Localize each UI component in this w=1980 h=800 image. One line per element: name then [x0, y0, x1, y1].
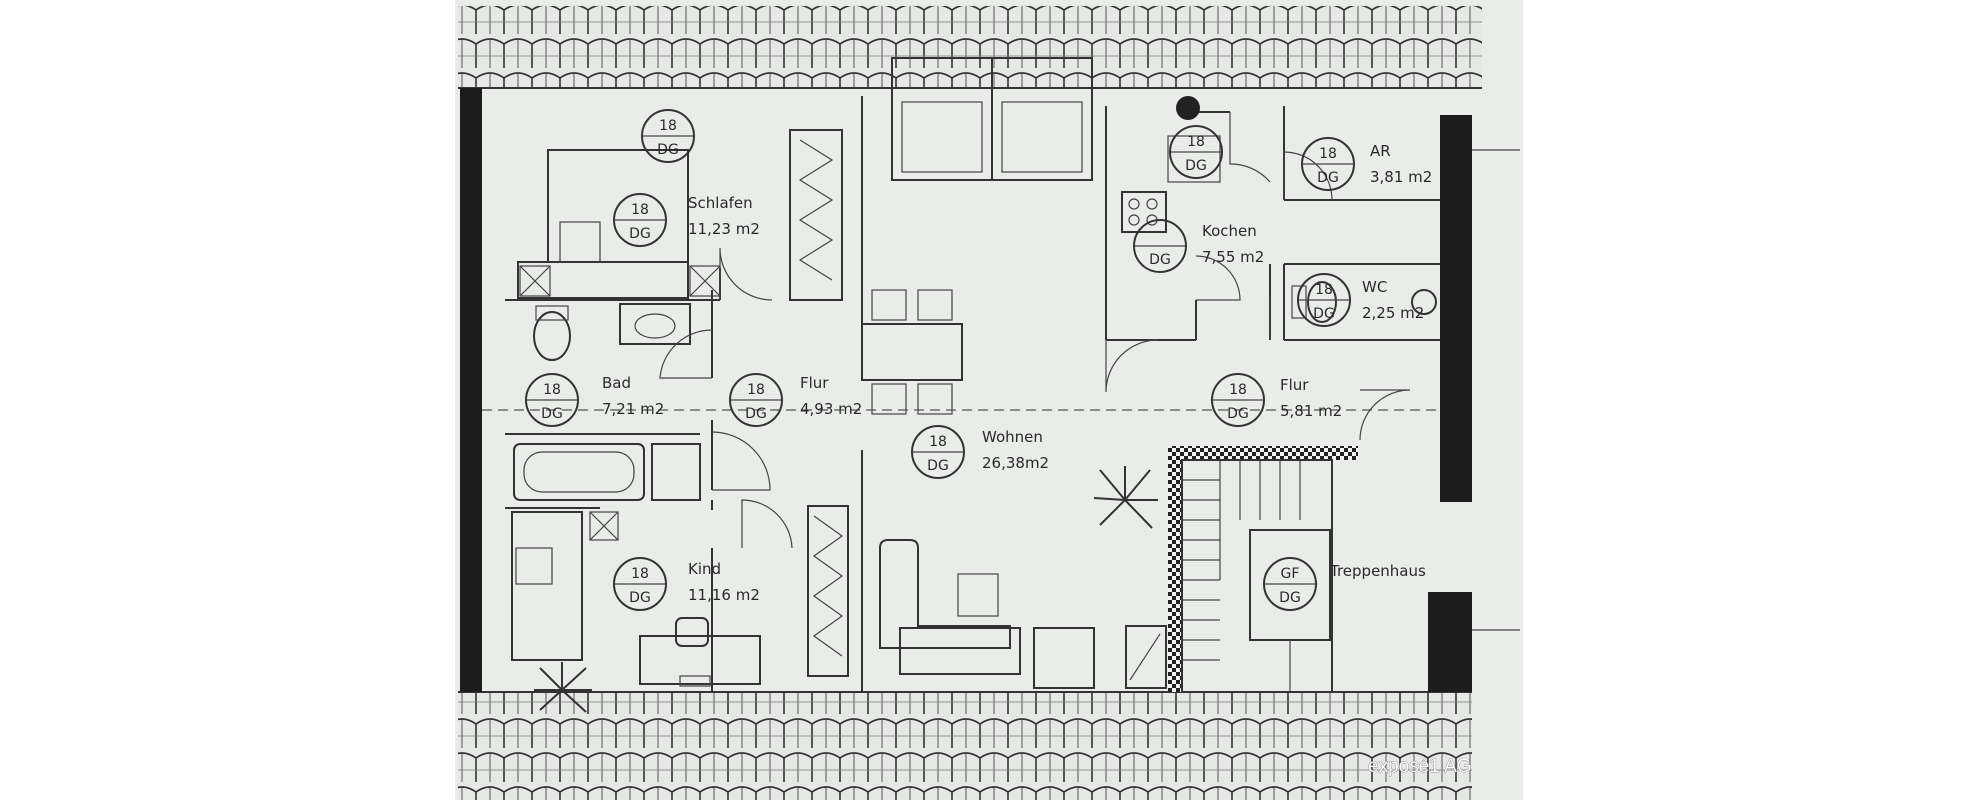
room-wc: 18 DG WC 2,25 m2 — [1297, 273, 1424, 327]
doors — [659, 112, 1411, 549]
bathroom-fixtures — [513, 303, 701, 501]
room-area: 4,93 m2 — [800, 400, 862, 418]
room-area: 11,16 m2 — [688, 586, 760, 604]
tag-floor: DG — [1227, 406, 1249, 422]
room-area: 2,25 m2 — [1362, 304, 1424, 322]
room-name: Wohnen — [982, 428, 1043, 446]
wardrobe-north — [789, 129, 843, 301]
stair-wall-top — [1168, 446, 1358, 460]
tag-number: 18 — [1319, 146, 1337, 162]
tag-number: 18 — [1315, 282, 1333, 298]
plan-paper — [455, 0, 1523, 800]
tag-number: 18 — [929, 434, 947, 450]
watermark-text: exposé1 AG — [1368, 756, 1472, 777]
room-name: Flur — [800, 374, 829, 392]
wall-east-upper — [1440, 115, 1472, 502]
room-name: Flur — [1280, 376, 1309, 394]
tag-number: 18 — [631, 566, 649, 582]
room-area: 26,38m2 — [982, 454, 1049, 472]
double-bed — [891, 57, 1093, 181]
roof-tiles-bottom — [458, 692, 1472, 800]
plant-kind — [534, 662, 592, 713]
wardrobe-south — [807, 505, 849, 677]
bed-kind — [511, 511, 619, 661]
tag-number: 18 — [747, 382, 765, 398]
room-name: Bad — [602, 374, 631, 392]
tag-number: 18 — [659, 118, 677, 134]
wall-west — [460, 88, 482, 692]
stair-wall-west — [1168, 446, 1182, 692]
room-name: Kochen — [1202, 222, 1257, 240]
room-name: WC — [1362, 278, 1387, 296]
roof-tiles-top — [458, 6, 1482, 88]
room-bad: 18 DG Bad 7,21 m2 — [525, 373, 664, 427]
tag-number: GF — [1281, 566, 1300, 582]
room-name: AR — [1370, 142, 1391, 160]
tag-floor: DG — [1149, 252, 1171, 268]
bed-schlafen — [517, 149, 721, 299]
room-area: 7,55 m2 — [1202, 248, 1264, 266]
tag-number: 18 — [1229, 382, 1247, 398]
tag-number: 18 — [543, 382, 561, 398]
room-schlafen: 18 DG Schlafen 11,23 m2 — [613, 193, 760, 247]
tag-floor: DG — [1279, 590, 1301, 606]
room-area: 7,21 m2 — [602, 400, 664, 418]
tag-floor: DG — [541, 406, 563, 422]
room-flur-west: 18 DG Flur 4,93 m2 — [729, 373, 862, 427]
tag-number: 18 — [631, 202, 649, 218]
tag-number: 18 — [1187, 134, 1205, 150]
desk-kind — [639, 617, 761, 687]
tag-floor: DG — [629, 590, 651, 606]
room-area: 11,23 m2 — [688, 220, 760, 238]
room-area: 5,81 m2 — [1280, 402, 1342, 420]
tag-floor: DG — [745, 406, 767, 422]
room-name: Schlafen — [688, 194, 753, 212]
tag-floor: DG — [1317, 170, 1339, 186]
tag-floor: DG — [927, 458, 949, 474]
room-kind: 18 DG Kind 11,16 m2 — [613, 557, 760, 611]
room-wohnen: 18 DG Wohnen 26,38m2 — [911, 425, 1049, 479]
tag-floor: DG — [657, 142, 679, 158]
wall-east-lower — [1428, 592, 1472, 692]
room-kitchen-upper-tag: 18 DG — [1169, 125, 1223, 179]
room-area: 3,81 m2 — [1370, 168, 1432, 186]
plant-wohnen — [1093, 466, 1158, 529]
room-kochen: DG Kochen 7,55 m2 — [1133, 219, 1264, 273]
room-ar: 18 DG AR 3,81 m2 — [1301, 137, 1432, 191]
tag-floor: DG — [1185, 158, 1207, 174]
staircase — [1181, 459, 1333, 693]
tag-floor: DG — [1313, 306, 1335, 322]
tag-floor: DG — [629, 226, 651, 242]
room-treppenhaus: GF DG Treppenhaus — [1263, 557, 1426, 611]
dining-set — [861, 289, 963, 415]
sofa-set — [879, 539, 1167, 689]
room-name: Treppenhaus — [1329, 562, 1426, 580]
room-name: Kind — [688, 560, 721, 578]
room-schlafen-upper-tag: 18 DG — [641, 109, 695, 163]
room-flur-east: 18 DG Flur 5,81 m2 — [1211, 373, 1342, 427]
wc-fixtures — [1291, 281, 1437, 323]
kitchen-fixtures — [1121, 96, 1221, 233]
